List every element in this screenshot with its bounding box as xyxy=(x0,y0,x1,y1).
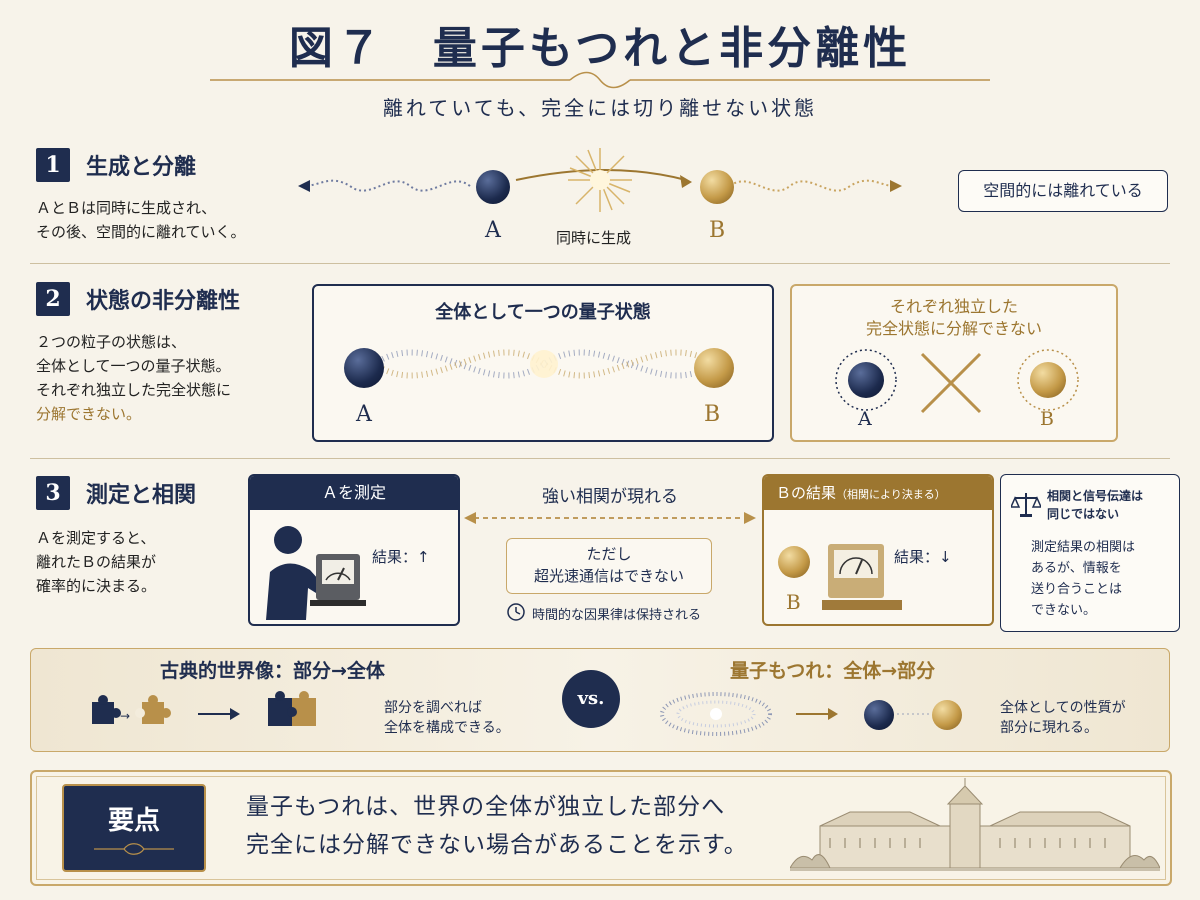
vs-badge: vs. xyxy=(562,670,620,728)
particle-a xyxy=(848,362,884,398)
signaling-note-box: 相関と信号伝達は 同じではない 測定結果の相関は あるが、情報を 送り合うことは… xyxy=(1000,474,1180,632)
simultaneous-label: 同時に生成 xyxy=(556,229,632,247)
divider xyxy=(30,263,1170,264)
label-b: B xyxy=(704,402,721,427)
entangled-box-title: 全体として一つの量子状態 xyxy=(435,302,651,323)
section2-desc-line: 全体として一つの量子状態。 xyxy=(36,357,231,375)
section2-desc-line: ２つの粒子の状態は、 xyxy=(36,333,187,351)
section1-desc: ＡとＢは同時に生成され、 その後、空間的に離れていく。 xyxy=(36,196,246,244)
not-separable-title-line: それぞれ独立した xyxy=(889,297,1018,316)
section2-desc: ２つの粒子の状態は、 全体として一つの量子状態。 それぞれ独立した完全状態に 分… xyxy=(36,330,231,426)
signaling-text: 測定結果の相関は あるが、情報を 送り合うことは できない。 xyxy=(1031,537,1135,621)
section3-desc-line: 確率的に決まる。 xyxy=(36,577,157,595)
entangled-state-box: 全体として一つの量子状態 A B xyxy=(312,284,774,442)
university-building-illustration xyxy=(790,778,1160,871)
particle-a xyxy=(344,348,384,388)
label-b: B xyxy=(786,590,801,614)
signaling-text-line: 測定結果の相関は xyxy=(1031,540,1136,555)
quantum-text: 全体としての性質が 部分に現れる。 xyxy=(1000,698,1126,738)
entanglement-wave xyxy=(374,349,714,379)
label-a: A xyxy=(485,218,501,243)
section2-number: 2 xyxy=(36,282,70,316)
causality-note: 時間的な因果律は保持される xyxy=(532,608,702,623)
measure-a-panel: Ａを測定 結果：↑ xyxy=(248,474,460,626)
section1-title: 生成と分離 xyxy=(86,154,197,180)
correlation-arrow xyxy=(464,512,756,524)
ornament-icon xyxy=(94,843,174,855)
meter-icon xyxy=(822,544,902,610)
classical-text-line: 全体を構成できる。 xyxy=(384,720,510,736)
classical-text: 部分を調べれば 全体を構成できる。 xyxy=(384,698,510,738)
particle-a xyxy=(476,170,510,204)
separation-illustration xyxy=(835,349,1079,411)
summary-text: 量子もつれは、世界の全体が独立した部分へ 完全には分解できない場合があることを示… xyxy=(246,788,748,864)
label-b: B xyxy=(1040,408,1054,430)
particle-b xyxy=(932,700,962,730)
section3-desc-line: 離れたＢの結果が xyxy=(36,553,157,571)
signaling-text-line: 送り合うことは xyxy=(1031,582,1123,597)
svg-text:→: → xyxy=(120,709,130,723)
quantum-title: 量子もつれ：全体→部分 xyxy=(730,660,936,682)
section1-desc-line: その後、空間的に離れていく。 xyxy=(36,223,246,241)
classical-title: 古典的世界像：部分→全体 xyxy=(160,660,385,682)
not-separable-box: それぞれ独立した 完全状態に分解できない A B xyxy=(790,284,1118,442)
title-ornament xyxy=(210,71,990,89)
particle-b xyxy=(694,348,734,388)
correlation-label: 強い相関が現れる xyxy=(542,487,678,507)
particle-a xyxy=(864,700,894,730)
section3-title: 測定と相関 xyxy=(86,482,197,508)
page-title: 図７ 量子もつれと非分離性 xyxy=(288,23,912,74)
result-b-title: Ｂの結果 xyxy=(776,484,837,502)
page-subtitle: 離れていても、完全には切り離せない状態 xyxy=(382,96,818,120)
puzzle-diagram: → xyxy=(92,691,316,726)
signaling-title-line: 同じではない xyxy=(1047,507,1120,521)
summary-text-line: 完全には分解できない場合があることを示す。 xyxy=(246,832,748,858)
summary-text-line: 量子もつれは、世界の全体が独立した部分へ xyxy=(246,794,726,820)
result-b-subtitle: （相関により決まる） xyxy=(836,488,946,501)
label-a: A xyxy=(858,408,872,430)
particle-b xyxy=(778,546,810,578)
result-b-value: 結果：↓ xyxy=(894,548,952,566)
particle-b xyxy=(1030,362,1066,398)
summary-label: 要点 xyxy=(107,806,160,836)
section1-desc-line: ＡとＢは同時に生成され、 xyxy=(36,199,217,217)
cross-icon xyxy=(920,352,982,414)
not-separable-title-line: 完全状態に分解できない xyxy=(865,319,1042,338)
caveat-line: ただし xyxy=(586,545,632,563)
generation-diagram xyxy=(298,148,902,212)
section3-desc: Ａを測定すると、 離れたＢの結果が 確率的に決まる。 xyxy=(36,526,156,598)
caveat-line: 超光速通信はできない xyxy=(533,567,684,585)
no-ftl-note: ただし 超光速通信はできない xyxy=(506,538,712,594)
summary-label-box: 要点 xyxy=(62,784,206,872)
section3-desc-line: Ａを測定すると、 xyxy=(36,529,156,547)
divider xyxy=(30,458,1170,459)
classical-text-line: 部分を調べれば xyxy=(384,700,482,716)
signaling-text-line: できない。 xyxy=(1031,603,1097,618)
section3-number: 3 xyxy=(36,476,70,510)
signaling-text-line: あるが、情報を xyxy=(1031,561,1122,576)
scales-icon xyxy=(1011,493,1041,517)
separated-note: 空間的には離れている xyxy=(958,170,1168,212)
quantum-text-line: 部分に現れる。 xyxy=(1000,720,1098,736)
result-b-header: Ｂの結果（相関により決まる） xyxy=(764,476,992,510)
not-separable-title: それぞれ独立した 完全状態に分解できない xyxy=(792,296,1116,340)
result-b-panel: Ｂの結果（相関により決まる） B 結果：↓ xyxy=(762,474,994,626)
observer-icon xyxy=(266,526,366,620)
label-b: B xyxy=(709,218,726,243)
clock-icon xyxy=(507,603,525,621)
section2-desc-emphasis: 分解できない。 xyxy=(36,405,142,423)
section2-desc-line: それぞれ独立した完全状態に xyxy=(36,381,232,399)
label-a: A xyxy=(356,402,372,427)
section1-number: 1 xyxy=(36,148,70,182)
signaling-title-line: 相関と信号伝達は xyxy=(1047,489,1144,503)
signaling-title: 相関と信号伝達は 同じではない xyxy=(1047,487,1143,523)
particle-b xyxy=(700,170,734,204)
quantum-text-line: 全体としての性質が xyxy=(1000,700,1126,716)
measure-a-result: 結果：↑ xyxy=(372,548,430,566)
quantum-diagram xyxy=(660,692,932,736)
section2-title: 状態の非分離性 xyxy=(86,288,241,314)
measure-a-header: Ａを測定 xyxy=(250,476,458,510)
